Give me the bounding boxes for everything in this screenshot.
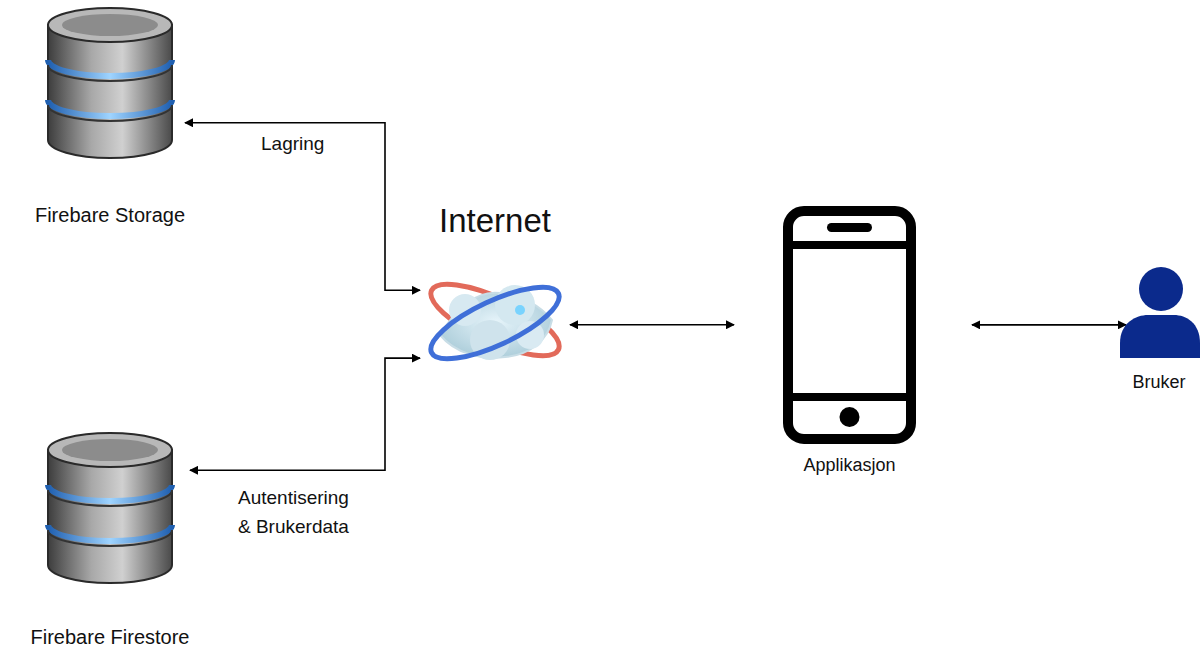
firestore-database: Firebare Firestore (45, 430, 175, 585)
edge-label: Autentisering & Brukerdata (238, 483, 349, 542)
database-icon (45, 5, 175, 160)
internet-icon (420, 265, 570, 380)
phone-icon (782, 205, 917, 445)
app-phone: Applikasjon (782, 205, 917, 445)
internet-globe: Internet (420, 265, 570, 380)
edge-label: Lagring (261, 129, 324, 158)
node-label: Firebare Firestore (0, 625, 275, 649)
connector-arrow (972, 324, 1126, 326)
person-icon (1118, 265, 1200, 360)
database-icon (45, 430, 175, 585)
connector-arrow (190, 358, 420, 470)
node-label: Firebare Storage (0, 203, 275, 227)
user-icon: Bruker (1118, 265, 1200, 360)
connector-arrow (570, 324, 734, 326)
node-label: Applikasjon (682, 455, 1017, 477)
storage-database: Firebare Storage (45, 5, 175, 160)
connector-arrow (185, 123, 420, 290)
node-label: Bruker (1018, 372, 1203, 394)
node-label: Internet (320, 201, 670, 241)
